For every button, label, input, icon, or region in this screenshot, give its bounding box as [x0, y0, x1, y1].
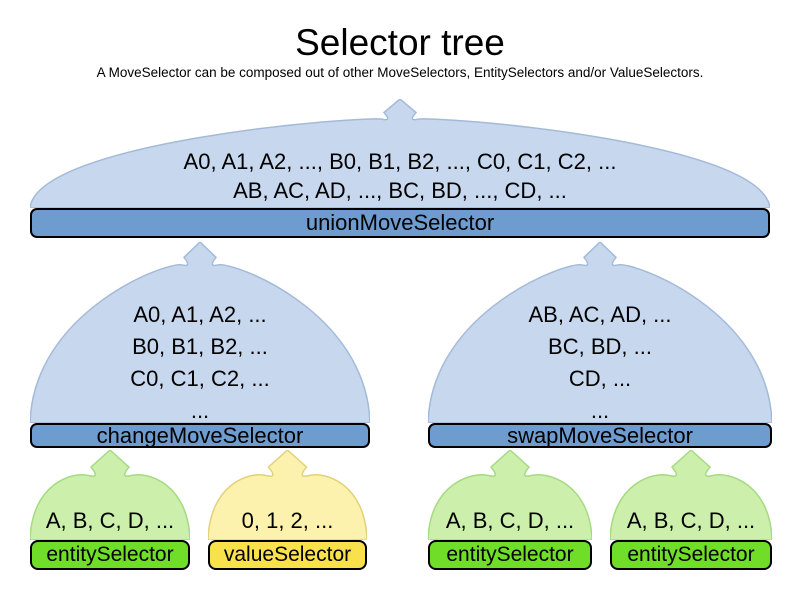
dome-line: B0, B1, B2, ... — [132, 334, 268, 359]
dome-line: A, B, C, D, ... — [45, 508, 175, 533]
entity-dome-arrow-shape — [610, 450, 772, 540]
dome-line: C0, C1, C2, ... — [130, 366, 270, 391]
entity-selector-bar: entitySelector — [30, 540, 190, 570]
dome-line: AB, AC, AD, ..., BC, BD, ..., CD, ... — [233, 178, 567, 203]
dome-line: BC, BD, ... — [548, 334, 652, 359]
diagram-title: Selector tree — [295, 22, 505, 63]
union-dome-text: A0, A1, A2, ..., B0, B1, B2, ..., C0, C1… — [30, 147, 770, 205]
dome-line: A0, A1, A2, ... — [133, 302, 267, 327]
entity-dome-text: A, B, C, D, ... — [610, 510, 772, 532]
swap-dome-arrow-shape — [428, 242, 772, 423]
dome-line: ... — [590, 398, 610, 423]
entity-dome-text: A, B, C, D, ... — [30, 510, 190, 532]
change-dome-text: A0, A1, A2, ... B0, B1, B2, ... C0, C1, … — [30, 299, 370, 427]
swap-move-selector-bar: swapMoveSelector — [428, 423, 772, 448]
entity-dome-arrow-shape — [30, 450, 190, 540]
swap-move-selector-node: AB, AC, AD, ... BC, BD, ... CD, ... ... … — [428, 242, 772, 448]
entity-selector-node-right: A, B, C, D, ... entitySelector — [610, 450, 772, 570]
diagram-subtitle: A MoveSelector can be composed out of ot… — [96, 65, 704, 80]
change-move-selector-node: A0, A1, A2, ... B0, B1, B2, ... C0, C1, … — [30, 242, 370, 448]
value-dome-text: 0, 1, 2, ... — [208, 510, 367, 532]
entity-selector-node-mid: A, B, C, D, ... entitySelector — [428, 450, 592, 570]
dome-line: 0, 1, 2, ... — [241, 508, 334, 533]
union-move-selector-node: A0, A1, A2, ..., B0, B1, B2, ..., C0, C1… — [30, 99, 770, 239]
entity-dome-arrow-shape — [428, 450, 592, 540]
union-move-selector-bar: unionMoveSelector — [30, 208, 770, 238]
dome-line: A, B, C, D, ... — [445, 508, 575, 533]
value-selector-bar: valueSelector — [208, 540, 367, 570]
dome-line: ... — [190, 398, 210, 423]
change-move-selector-bar: changeMoveSelector — [30, 423, 370, 448]
dome-line: CD, ... — [568, 366, 632, 391]
change-dome-arrow-shape — [30, 242, 370, 423]
value-selector-node: 0, 1, 2, ... valueSelector — [208, 450, 367, 570]
entity-selector-node-left: A, B, C, D, ... entitySelector — [30, 450, 190, 570]
dome-line: A, B, C, D, ... — [626, 508, 756, 533]
value-dome-arrow-shape — [208, 450, 367, 540]
entity-dome-text: A, B, C, D, ... — [428, 510, 592, 532]
union-dome-arrow-shape — [30, 99, 770, 208]
swap-dome-text: AB, AC, AD, ... BC, BD, ... CD, ... ... — [428, 299, 772, 427]
entity-selector-bar: entitySelector — [610, 540, 772, 570]
entity-selector-bar: entitySelector — [428, 540, 592, 570]
dome-line: AB, AC, AD, ... — [528, 302, 672, 327]
dome-line: A0, A1, A2, ..., B0, B1, B2, ..., C0, C1… — [183, 149, 617, 174]
